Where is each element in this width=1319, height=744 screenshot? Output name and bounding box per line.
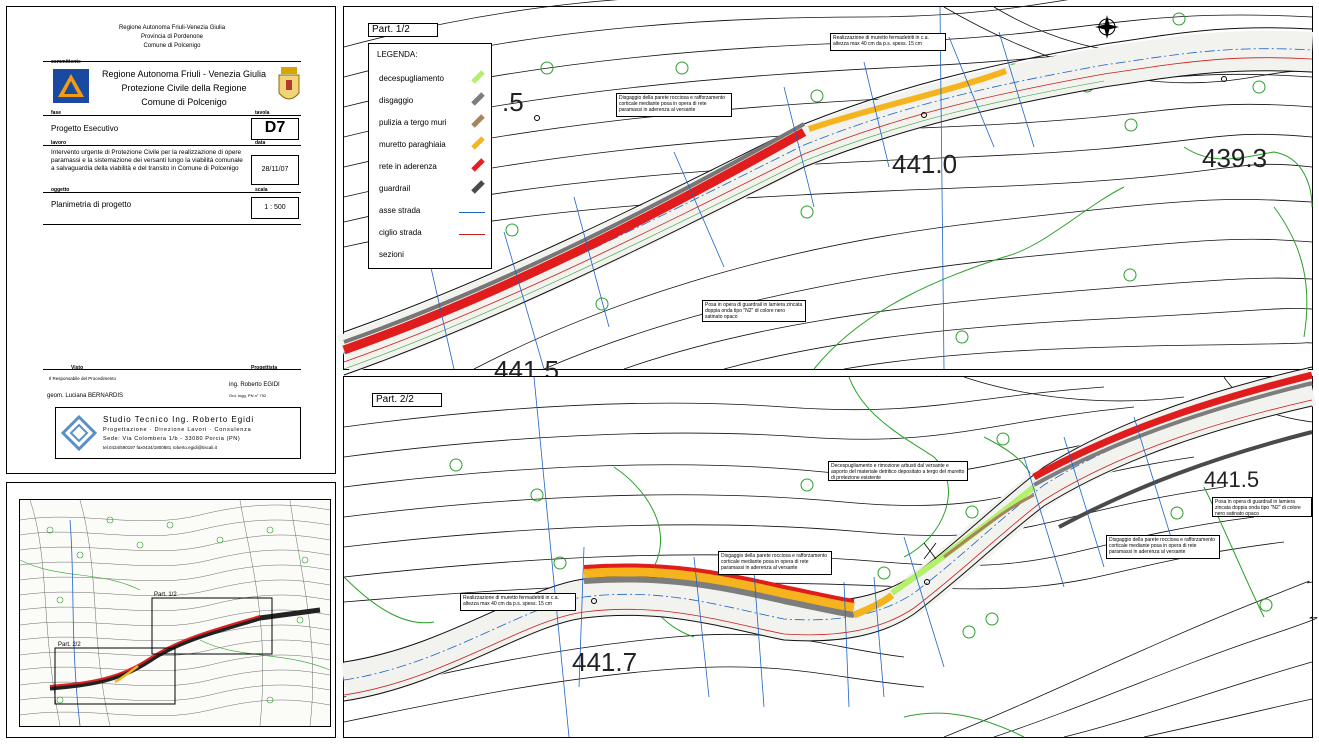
- data-value: 28/11/07: [261, 166, 289, 173]
- tavola-value: D7: [264, 119, 286, 136]
- part2-label-box: [372, 393, 442, 407]
- p1-note-muretto-text: Realizzazione di muretto fermadetriti in…: [833, 35, 929, 47]
- part2-panel: 441.5 441.7 Part. 2/2 Decespugliamento e…: [340, 366, 1318, 738]
- p1-note-disgaggio-text: Disgaggio della parete rocciosa e raffor…: [619, 95, 726, 113]
- legend-label-rete: rete in aderenza: [379, 162, 437, 171]
- p1-note-guardrail: Posa in opera di guardrail in lamiera zi…: [702, 300, 806, 322]
- legend-title: LEGENDA:: [377, 50, 418, 59]
- progettista-label: Progettista: [251, 365, 278, 371]
- part1-label: Part. 1/2: [372, 24, 410, 35]
- keymap-part2-frame: [54, 647, 176, 705]
- studio-logo: [60, 414, 98, 452]
- oggetto-value: Planimetria di progetto: [51, 200, 132, 209]
- data-label: data: [255, 140, 266, 146]
- title-block: Regione Autonoma Friuli-Venezia Giulia P…: [6, 6, 336, 474]
- fase-value: Progetto Esecutivo: [51, 124, 119, 133]
- legend-swatch-guardrail: [471, 180, 485, 194]
- scala-value: 1 : 500: [264, 204, 286, 211]
- scala-label: scala: [255, 187, 268, 193]
- legend-label-pulizia: pulizia a tergo muri: [379, 118, 447, 127]
- tavola-box: [251, 118, 299, 140]
- p1-elev-b: 439.3: [1202, 143, 1267, 173]
- part1-panel: 441.0 439.3 441.5 .5 Part. 1/2 LEGENDA: …: [337, 0, 1314, 385]
- p1-elev-d: .5: [502, 87, 524, 117]
- header-line-2: Provincia di Pordenone: [140, 34, 204, 40]
- p1-note-muretto: Realizzazione di muretto fermadetriti in…: [830, 33, 946, 51]
- p1-note-disgaggio: Disgaggio della parete rocciosa e raffor…: [616, 93, 732, 117]
- legend-label-muretto: muretto paraghiaia: [379, 140, 446, 149]
- visto-label: Visto: [71, 365, 84, 371]
- p2-note-guardrail-text: Posa in opera di guardrail in lamiera zi…: [1215, 499, 1301, 517]
- legend-label-asse: asse strada: [379, 206, 421, 215]
- legend-swatch-pulizia: [471, 114, 485, 128]
- visto-name: geom. Luciana BERNARDIS: [47, 393, 124, 399]
- p2-elev-b: 441.7: [572, 647, 637, 677]
- visto-role: Il Responsabile del Procedimento: [49, 376, 117, 381]
- protezione-civile-logo: [53, 69, 89, 103]
- p2-note-muretto: Realizzazione di muretto fermadetriti in…: [460, 593, 576, 611]
- p1-elev-a: 441.0: [892, 149, 957, 179]
- p2-note-disgaggio-a: Disgaggio della parete rocciosa e raffor…: [718, 551, 832, 575]
- committente-line-3: Comune di Polcenigo: [141, 97, 227, 107]
- lavoro-value: Intervento urgente di Protezione Civile …: [51, 149, 243, 172]
- p2-note-guardrail: Posa in opera di guardrail in lamiera zi…: [1212, 497, 1312, 517]
- data-box: [251, 155, 299, 185]
- p2-note-decesp-text: Decespugliamento e rimozione arbusti dal…: [831, 463, 965, 481]
- header-line-3: Comune di Polcenigo: [143, 43, 201, 49]
- p2-note-disgaggio-b: Disgaggio della parete rocciosa e raffor…: [1106, 535, 1220, 559]
- p2-note-disgaggio-b-text: Disgaggio della parete rocciosa e raffor…: [1109, 537, 1216, 555]
- committente-label: committente: [51, 59, 81, 65]
- keymap-part2-label: Part. 2/2: [58, 642, 81, 648]
- part2-map: 441.5 441.7: [340, 366, 1318, 738]
- p1-note-guardrail-text: Posa in opera di guardrail in lamiera zi…: [705, 302, 803, 320]
- p2-note-disgaggio-a-text: Disgaggio della parete rocciosa e raffor…: [721, 553, 828, 571]
- studio-name: Studio Tecnico Ing. Roberto Egidi: [103, 415, 255, 424]
- legend-swatch-rete: [471, 158, 485, 172]
- p2-note-decesp: Decespugliamento e rimozione arbusti dal…: [828, 461, 968, 481]
- oggetto-label: oggetto: [51, 187, 70, 193]
- studio-line-2: Sede: Via Colombera 1/b - 33080 Porcia (…: [103, 436, 241, 442]
- legend-swatch-decespugliamento: [471, 70, 485, 84]
- progettista-reg: Ord. Ingg. PN n° 792: [229, 393, 267, 398]
- legend-label-guardrail: guardrail: [379, 184, 411, 193]
- keymap-part1-label: Part. 1/2: [154, 592, 177, 598]
- header-line-1: Regione Autonoma Friuli-Venezia Giulia: [118, 25, 226, 31]
- comune-crest-icon: [277, 67, 301, 107]
- legend-box: LEGENDA: decespugliamento disgaggio puli…: [368, 43, 492, 269]
- north-arrow-icon: [1095, 15, 1119, 39]
- studio-line-3: tel.0434/590197 fax0434/1800881 roberto.…: [103, 445, 217, 450]
- tavola-label: tavola: [255, 110, 270, 116]
- legend-swatch-disgaggio: [471, 92, 485, 106]
- legend-label-ciglio: ciglio strada: [379, 228, 422, 237]
- p2-note-muretto-text: Realizzazione di muretto fermadetriti in…: [463, 595, 559, 607]
- progettista-name: ing. Roberto EGIDI: [229, 382, 280, 388]
- legend-label-disgaggio: disgaggio: [379, 96, 414, 105]
- keymap-part1-frame: [151, 597, 273, 655]
- legend-label-sezioni: sezioni: [379, 250, 404, 259]
- legend-label-decespugliamento: decespugliamento: [379, 74, 444, 83]
- studio-line-1: Progettazione · Direzione Lavori · Consu…: [103, 427, 252, 433]
- key-map-panel: Part. 1/2 Part. 2/2: [6, 482, 336, 738]
- committente-line-1: Regione Autonoma Friuli - Venezia Giulia: [101, 69, 267, 79]
- lavoro-label: lavoro: [51, 140, 67, 146]
- committente-line-2: Protezione Civile della Regione: [121, 83, 247, 93]
- part1-label-box: [368, 23, 438, 37]
- fase-label: fase: [51, 110, 62, 116]
- key-map: Part. 1/2 Part. 2/2: [19, 499, 331, 727]
- part2-label: Part. 2/2: [376, 394, 414, 405]
- legend-swatch-muretto: [471, 136, 485, 150]
- legend-swatch-ciglio: [459, 234, 485, 235]
- studio-box: [55, 407, 301, 459]
- p2-elev-a: 441.5: [1204, 467, 1259, 492]
- scala-box: [251, 197, 299, 219]
- legend-swatch-asse: [459, 212, 485, 213]
